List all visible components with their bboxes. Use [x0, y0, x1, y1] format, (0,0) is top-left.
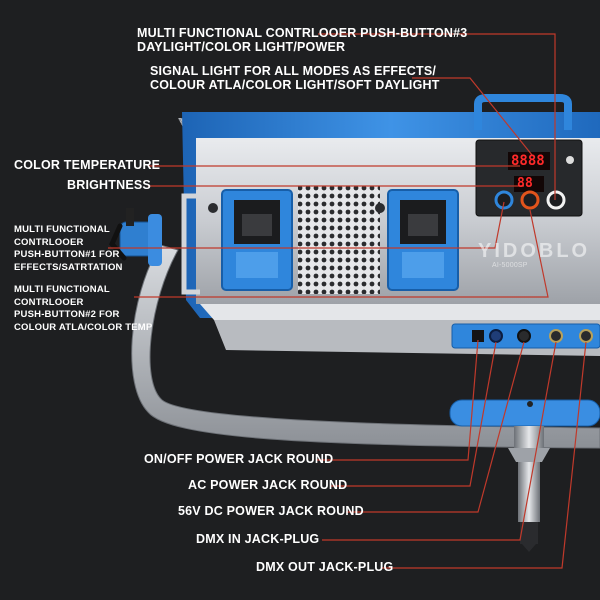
- dmx-out-jack[interactable]: [579, 329, 593, 343]
- label-push-button-3-line1: MULTI FUNCTIONAL CONTRLOOER PUSH-BUTTON#…: [137, 26, 468, 40]
- label-brightness: BRIGHTNESS: [67, 178, 151, 192]
- center-vent-holes: [298, 186, 380, 294]
- display-top-digits: 8888: [511, 153, 545, 169]
- label-push-button-2-line3: PUSH-BUTTON#2 FOR: [14, 309, 120, 320]
- power-switch[interactable]: [472, 330, 484, 342]
- label-on-off-jack: ON/OFF POWER JACK ROUND: [144, 452, 334, 466]
- label-dmx-out: DMX OUT JACK-PLUG: [256, 560, 394, 574]
- label-signal-light: SIGNAL LIGHT FOR ALL MODES AS EFFECTS/ C…: [150, 64, 440, 92]
- leader-lines: [108, 33, 587, 569]
- yoke-mount: [449, 399, 600, 552]
- label-signal-light-line2: COLOUR ATLA/COLOR LIGHT/SOFT DAYLIGHT: [150, 78, 440, 92]
- label-push-button-2-line1: MULTI FUNCTIONAL: [14, 284, 110, 295]
- label-color-temperature: COLOR TEMPERATURE: [14, 158, 161, 172]
- label-signal-light-line1: SIGNAL LIGHT FOR ALL MODES AS EFFECTS/: [150, 64, 437, 78]
- ac-power-jack[interactable]: [489, 329, 503, 343]
- brand-text: YIDOBLO: [478, 240, 591, 262]
- connector-panel: [451, 323, 600, 349]
- label-push-button-2-line2: CONTRLOOER: [14, 296, 84, 308]
- label-push-button-2: MULTI FUNCTIONAL CONTRLOOER PUSH-BUTTON#…: [14, 284, 152, 334]
- label-push-button-1-line1: MULTI FUNCTIONAL: [14, 224, 110, 235]
- battery-plate-left: [208, 189, 293, 291]
- label-dc-jack: 56V DC POWER JACK ROUND: [178, 504, 364, 518]
- label-push-button-3-line2: DAYLIGHT/COLOR LIGHT/POWER: [137, 40, 346, 54]
- label-push-button-3: MULTI FUNCTIONAL CONTRLOOER PUSH-BUTTON#…: [137, 26, 467, 54]
- label-push-button-1: MULTI FUNCTIONAL CONTRLOOER PUSH-BUTTON#…: [14, 224, 123, 274]
- top-carry-handle: [474, 94, 572, 130]
- controller-knob-2[interactable]: [520, 190, 540, 210]
- label-push-button-2-line4: COLOUR ATLA/COLOR TEMP: [14, 321, 153, 333]
- battery-plate-right: [375, 189, 459, 291]
- controller-knob-1[interactable]: [494, 190, 514, 210]
- side-handle: [181, 193, 200, 295]
- label-push-button-1-line4: EFFECTS/SATRTATION: [14, 261, 123, 273]
- label-push-button-1-line2: CONTRLOOER: [14, 236, 84, 248]
- label-dmx-in: DMX IN JACK-PLUG: [196, 532, 320, 546]
- label-ac-jack: AC POWER JACK ROUND: [188, 478, 348, 492]
- dc-power-jack[interactable]: [517, 329, 531, 343]
- label-push-button-1-line3: PUSH-BUTTON#1 FOR: [14, 249, 120, 260]
- controller-knob-3[interactable]: [546, 190, 566, 210]
- display-bottom-digits: 88: [517, 176, 534, 191]
- model-text: AI-5000SP: [492, 262, 528, 269]
- dmx-in-jack[interactable]: [549, 329, 563, 343]
